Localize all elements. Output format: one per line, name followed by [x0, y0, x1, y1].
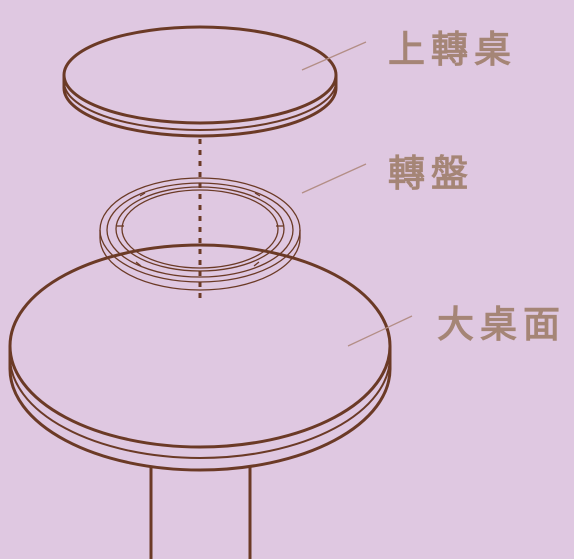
- label-turntable: 轉盤: [388, 152, 474, 195]
- label-upper-tabletop: 上轉桌: [388, 28, 517, 71]
- leader-line-main: [347, 315, 413, 347]
- upper-tabletop: [62, 25, 338, 138]
- main-tabletop: [8, 243, 392, 472]
- leader-line-top: [301, 41, 367, 71]
- label-main-tabletop: 大桌面: [437, 303, 566, 346]
- leader-line-turntable: [301, 163, 367, 194]
- table-leg: [149, 458, 252, 559]
